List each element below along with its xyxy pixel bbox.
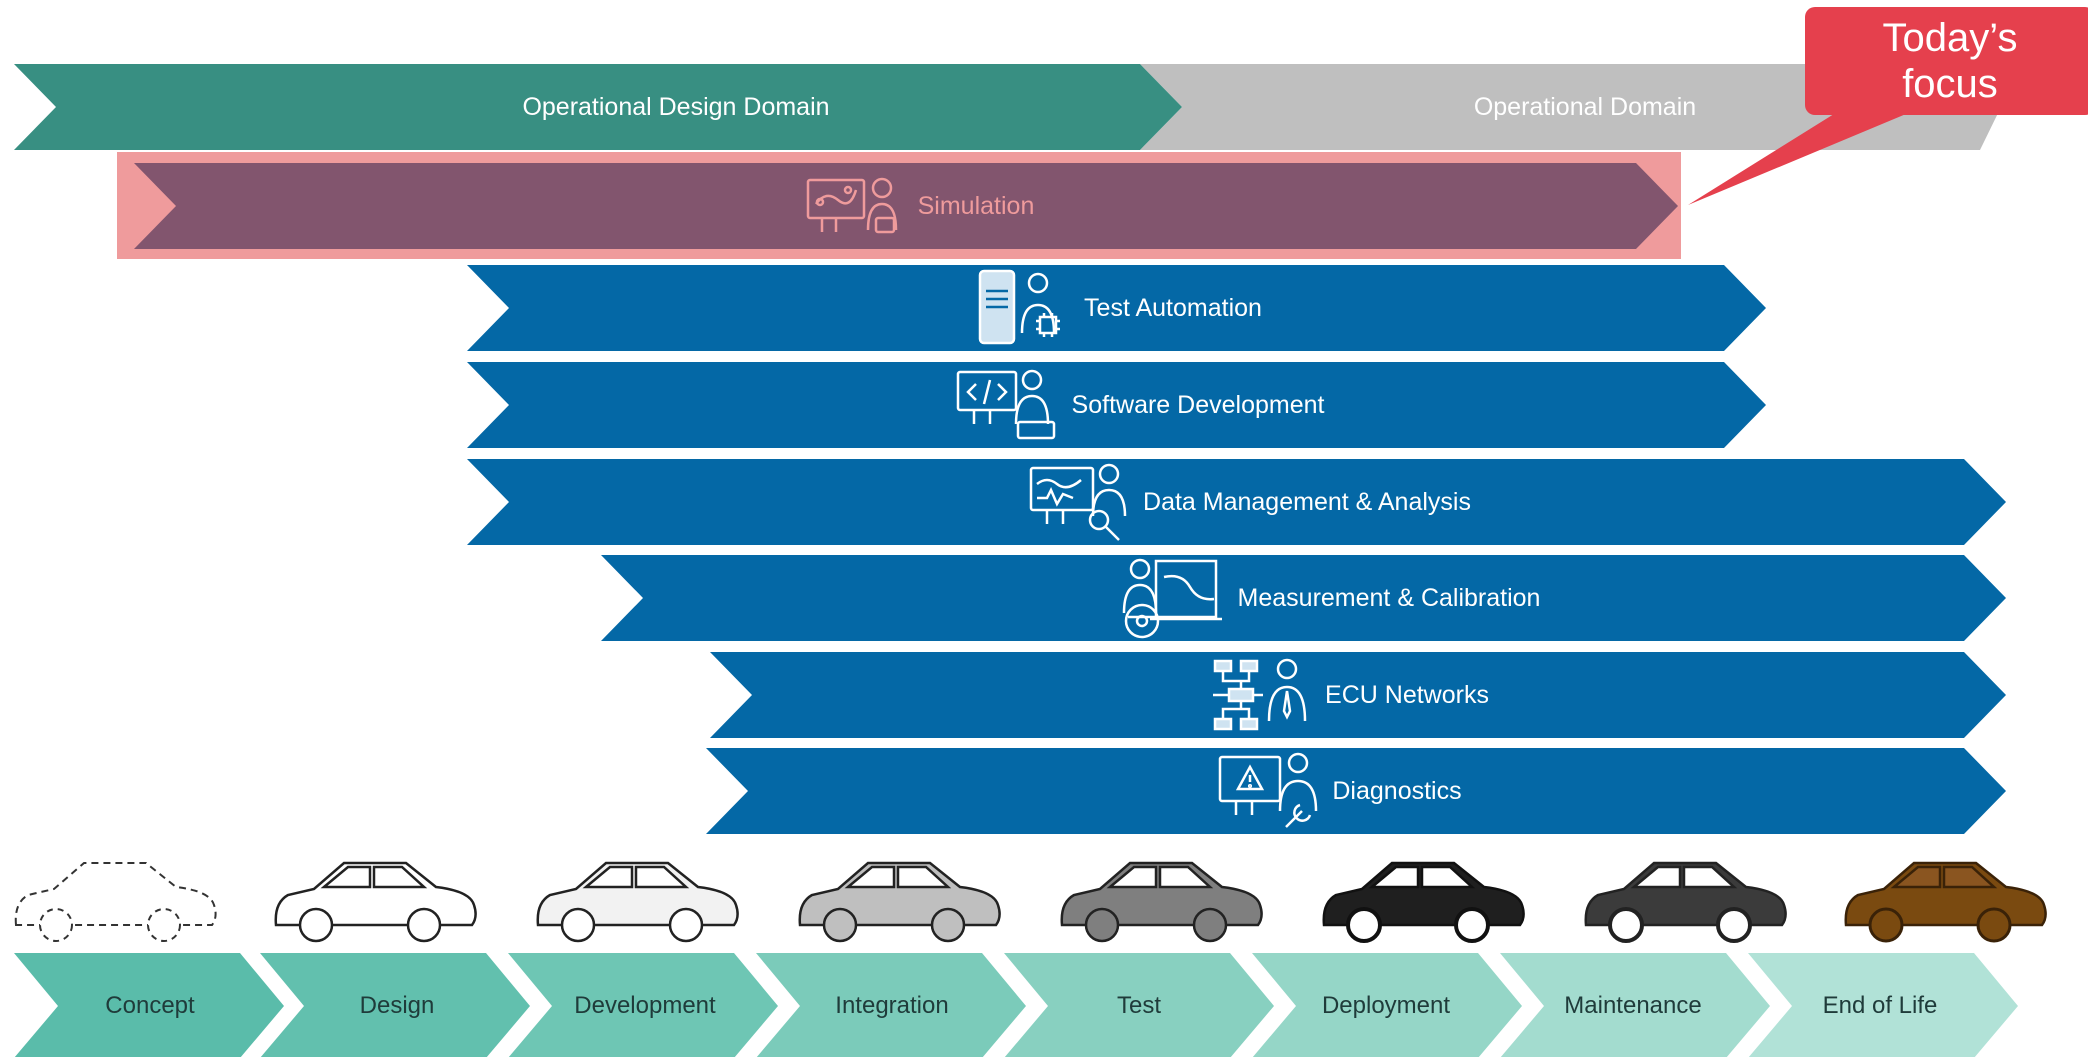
steering-calibration-engineer-icon xyxy=(1122,558,1222,639)
car-integration-icon xyxy=(798,861,1001,943)
measurement-calibration-chevron: Measurement & Calibration xyxy=(980,555,1680,641)
phase-label: Concept xyxy=(105,991,195,1019)
test-rack-engineer-icon xyxy=(978,269,1061,345)
car-deployment-icon xyxy=(1322,861,1525,943)
diagnostics-label: Diagnostics xyxy=(1332,776,1462,805)
code-monitor-engineer-icon xyxy=(956,369,1055,440)
software-development-chevron: Software Development xyxy=(840,362,1440,448)
phase-deployment: Deployment xyxy=(1286,953,1486,1058)
callout-line-1: Today’s xyxy=(1882,16,2018,60)
operational-domain-label: Operational Domain xyxy=(1473,92,1697,121)
phase-label: Development xyxy=(574,991,716,1019)
operational-design-domain-chevron: Operational Design Domain xyxy=(56,64,1296,150)
ecu-networks-chevron: ECU Networks xyxy=(1100,652,1600,738)
data-management-label: Data Management & Analysis xyxy=(1143,487,1471,516)
phase-concept: Concept xyxy=(50,953,250,1058)
phase-label: Design xyxy=(359,991,435,1019)
phase-label: Test xyxy=(1116,991,1161,1019)
car-maintenance-icon xyxy=(1584,861,1787,943)
todays-focus-callout: Today’s focus xyxy=(1805,7,2088,115)
operational-design-domain-label: Operational Design Domain xyxy=(522,92,830,121)
data-management-chevron: Data Management & Analysis xyxy=(900,459,1600,545)
phase-test: Test xyxy=(1039,953,1239,1058)
phase-label: Maintenance xyxy=(1564,991,1702,1019)
car-development-icon xyxy=(536,861,739,943)
phase-maintenance: Maintenance xyxy=(1533,953,1733,1058)
diagnostics-engineer-icon xyxy=(1219,752,1318,828)
car-concept-icon xyxy=(14,862,217,942)
data-analysis-engineer-icon xyxy=(1029,463,1127,541)
car-test-icon xyxy=(1060,861,1263,943)
network-engineer-icon xyxy=(1213,658,1307,731)
test-automation-chevron: Test Automation xyxy=(900,265,1340,351)
operational-domain-chevron: Operational Domain xyxy=(1420,64,1750,150)
phase-development: Development xyxy=(545,953,745,1058)
simulation-label: Simulation xyxy=(917,191,1035,220)
simulation-chevron: Simulation xyxy=(700,163,1140,249)
car-evolution-row xyxy=(14,861,2047,943)
phase-label: Deployment xyxy=(1321,991,1451,1019)
phase-end-of-life: End of Life xyxy=(1780,953,1980,1058)
car-end-of-life-icon xyxy=(1844,861,2047,943)
phase-label: Integration xyxy=(835,991,949,1019)
test-automation-label: Test Automation xyxy=(1084,293,1262,322)
callout-line-2: focus xyxy=(1902,62,1998,106)
phase-design: Design xyxy=(297,953,497,1058)
diagnostics-chevron: Diagnostics xyxy=(1120,748,1560,834)
ecu-networks-label: ECU Networks xyxy=(1325,680,1489,709)
phase-label: End of Life xyxy=(1822,991,1938,1019)
software-development-label: Software Development xyxy=(1071,390,1325,419)
simulation-engineer-icon xyxy=(806,177,897,234)
phase-integration: Integration xyxy=(792,953,992,1058)
measurement-calibration-label: Measurement & Calibration xyxy=(1237,583,1541,612)
car-design-icon xyxy=(274,861,477,943)
